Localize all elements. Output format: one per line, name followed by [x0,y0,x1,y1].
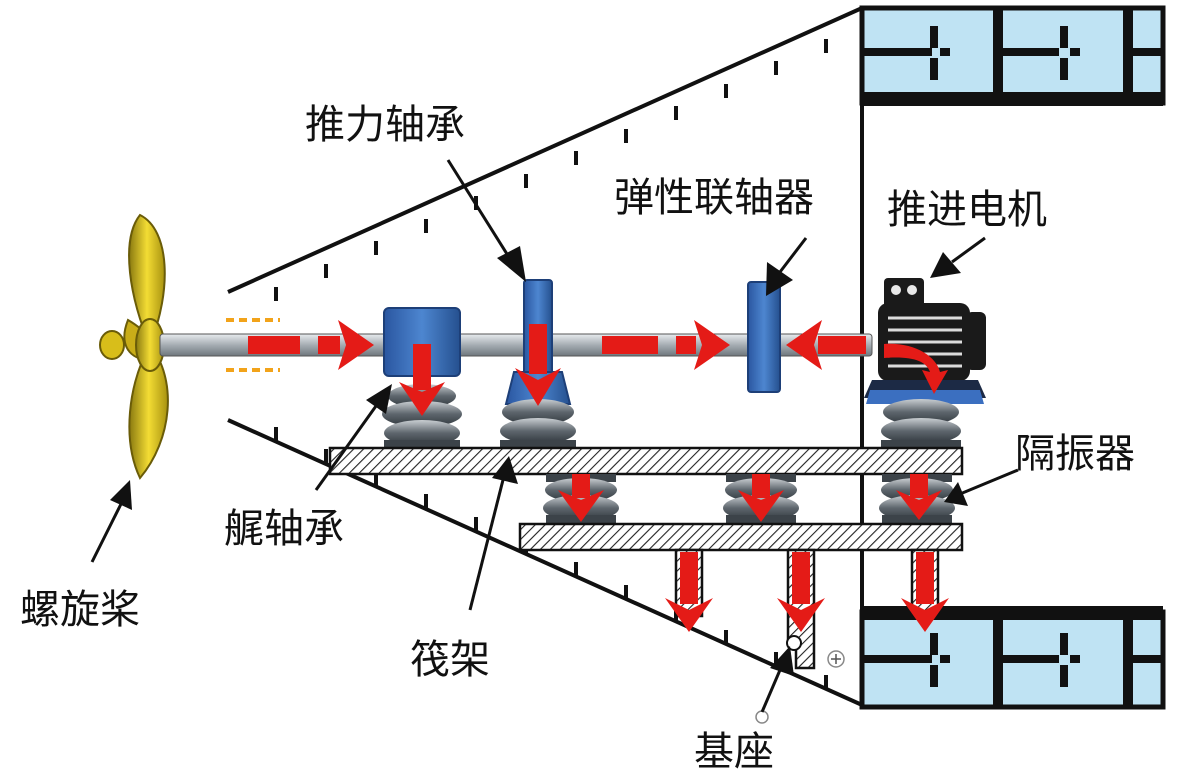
arrow-down-leg-2 [777,552,825,632]
label-thrust-bearing: 推力轴承 [305,102,465,148]
arrow-shaft-2 [602,320,730,370]
isolator-thrust [500,399,576,448]
propeller [99,213,169,480]
arrow-down-iso-2 [738,474,784,522]
label-propeller: 螺旋桨 [20,587,140,633]
leader-arrows [90,159,1019,713]
propulsion-motor [864,278,986,404]
isolators-upper [382,384,961,448]
arrow-down-motor [884,343,948,394]
hull-panel-upper [859,5,1166,106]
arrow-down-motor-iso [896,474,942,520]
arrow-down-stern [399,344,445,416]
arrow-shaft-3 [786,320,866,370]
frame-ticks-upper [274,39,828,301]
label-stern-bearing: 艉轴承 [224,506,344,552]
arrow-shaft-1 [248,320,374,370]
arrow-down-thrust [515,324,561,406]
stern-seal-marks [226,318,280,372]
isolator-motor [881,399,961,448]
label-raft: 筏架 [410,637,490,683]
arrow-down-iso-1 [558,474,604,522]
elastic-coupling [747,281,781,393]
label-isolator: 隔振器 [1015,431,1135,477]
hull-panel-lower [859,606,1166,710]
raft-lower [518,522,964,552]
raft-upper [328,446,964,476]
label-foundation: 基座 [694,729,774,775]
isolator-stern [382,384,462,448]
label-elastic-coupling: 弹性联轴器 [614,175,814,221]
label-propulsion-motor: 推进电机 [887,187,1047,233]
arrow-down-leg-1 [665,552,713,632]
force-arrows [248,320,949,632]
arrow-down-leg-3 [901,552,949,632]
hull [227,5,1166,710]
